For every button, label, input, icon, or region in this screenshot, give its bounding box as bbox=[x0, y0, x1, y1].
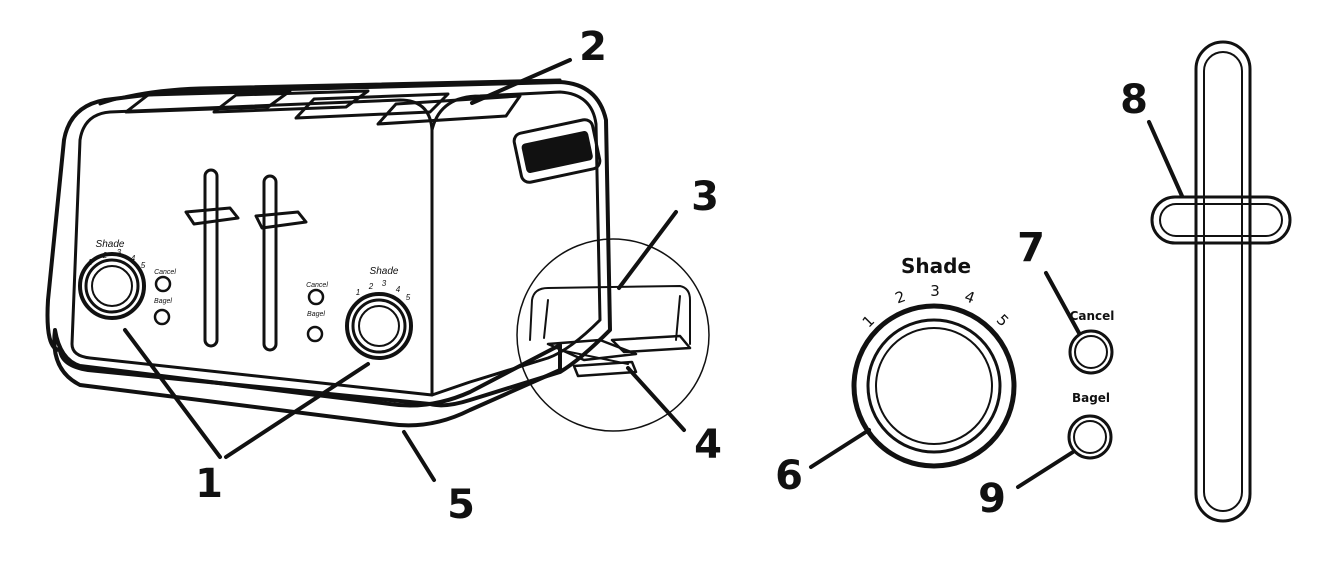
crumb-tray-detail bbox=[516, 238, 710, 432]
callout-4: 4 bbox=[694, 422, 722, 468]
bread-slot-3 bbox=[294, 92, 450, 120]
shade-scale-detail-2: 2 bbox=[893, 287, 908, 307]
toaster-front-face bbox=[70, 98, 434, 397]
callout-7: 7 bbox=[1017, 225, 1045, 271]
bread-slot-2 bbox=[212, 89, 370, 114]
callout-5: 5 bbox=[447, 482, 475, 528]
leader-9 bbox=[1016, 450, 1075, 489]
shade-scale-left-2: 2 bbox=[102, 251, 108, 260]
shade-scale-left: 1 2 3 4 5 bbox=[88, 248, 146, 270]
shade-scale-right-1: 1 bbox=[356, 288, 360, 297]
bread-slots bbox=[124, 89, 522, 126]
shade-scale-right-2: 2 bbox=[368, 282, 374, 291]
shade-scale-left-5: 5 bbox=[141, 261, 146, 270]
shade-dial-left[interactable] bbox=[78, 252, 146, 320]
bagel-button-left[interactable] bbox=[153, 308, 171, 326]
shade-label-right: Shade bbox=[370, 266, 399, 277]
detail-magnifier-circle bbox=[516, 238, 710, 432]
bread-slot-4 bbox=[376, 94, 522, 126]
toast-lever-detail[interactable] bbox=[1150, 40, 1292, 523]
leader-lines bbox=[123, 58, 1184, 489]
bagel-button-right[interactable] bbox=[306, 325, 324, 343]
shade-scale-right: 1 2 3 4 5 bbox=[356, 279, 411, 302]
crumb-tray[interactable] bbox=[546, 334, 692, 378]
shade-scale-detail-5: 5 bbox=[993, 311, 1012, 330]
leader-1a bbox=[123, 328, 222, 459]
shade-scale-right-4: 4 bbox=[396, 285, 401, 294]
shade-scale-left-3: 3 bbox=[117, 248, 122, 257]
cancel-label-left: Cancel bbox=[154, 269, 176, 276]
shade-label-detail: Shade bbox=[901, 254, 971, 278]
toast-lever-right[interactable] bbox=[254, 174, 308, 352]
leader-3 bbox=[617, 210, 678, 290]
callout-9: 9 bbox=[978, 476, 1006, 522]
bagel-label-right: Bagel bbox=[307, 311, 325, 318]
leader-1b bbox=[224, 362, 370, 459]
shade-dial-detail[interactable] bbox=[851, 303, 1017, 469]
leader-8 bbox=[1147, 120, 1184, 198]
leader-4 bbox=[626, 366, 686, 432]
cancel-label-right: Cancel bbox=[306, 282, 328, 289]
callout-8: 8 bbox=[1120, 77, 1148, 123]
side-vent bbox=[512, 118, 602, 184]
shade-scale-right-3: 3 bbox=[382, 279, 387, 288]
bagel-label-detail: Bagel bbox=[1072, 391, 1110, 405]
toaster: Shade 1 2 3 4 5 Cancel Bagel Shade 1 2 3… bbox=[45, 78, 612, 428]
bagel-label-left: Bagel bbox=[154, 298, 172, 305]
callout-numbers: 1 2 3 4 5 6 7 8 9 bbox=[195, 24, 1148, 528]
shade-label-left: Shade bbox=[96, 239, 125, 250]
leader-5 bbox=[402, 430, 436, 482]
callout-2: 2 bbox=[579, 24, 607, 70]
leader-2 bbox=[470, 58, 572, 105]
toaster-top-edge bbox=[98, 78, 562, 106]
leader-6 bbox=[809, 428, 871, 469]
cancel-label-detail: Cancel bbox=[1070, 309, 1115, 323]
shade-scale-detail-3: 3 bbox=[930, 282, 940, 300]
shade-scale-left-4: 4 bbox=[131, 254, 136, 263]
toast-lever-left[interactable] bbox=[184, 168, 240, 348]
cancel-button-detail[interactable] bbox=[1068, 329, 1114, 375]
cancel-button-right[interactable] bbox=[307, 288, 325, 306]
shade-scale-right-5: 5 bbox=[406, 293, 411, 302]
cancel-button-left[interactable] bbox=[154, 275, 172, 293]
callout-3: 3 bbox=[691, 174, 719, 220]
toaster-body bbox=[45, 80, 612, 408]
leader-7 bbox=[1044, 271, 1081, 335]
callout-1: 1 bbox=[195, 461, 223, 507]
shade-scale-detail-4: 4 bbox=[962, 287, 977, 307]
shade-dial-right[interactable] bbox=[345, 292, 413, 360]
callout-6: 6 bbox=[775, 453, 803, 499]
bagel-button-detail[interactable] bbox=[1067, 414, 1113, 460]
shade-scale-left-1: 1 bbox=[88, 258, 92, 267]
